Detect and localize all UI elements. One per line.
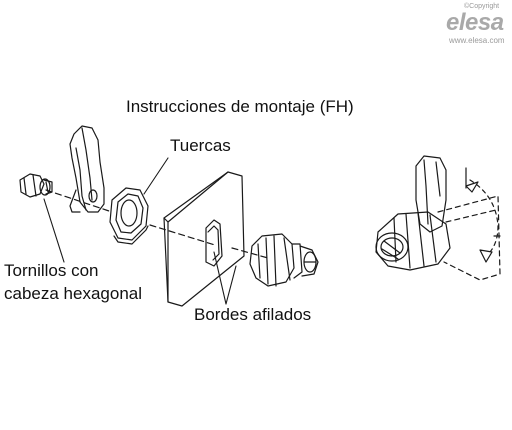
brand-logo: elesa xyxy=(446,9,504,36)
assembly-axis-line xyxy=(45,189,269,259)
label-nuts: Tuercas xyxy=(170,136,231,155)
hex-head-screw xyxy=(19,173,53,198)
label-sharp-edges: Bordes afilados xyxy=(194,305,312,324)
cam-lock-body xyxy=(249,233,319,287)
label-hex-screws-line1: Tornillos con xyxy=(4,261,99,280)
label-hex-screws-line2: cabeza hexagonal xyxy=(4,284,143,303)
copyright-notice: ©Copyright xyxy=(464,3,500,10)
nut xyxy=(109,187,149,245)
label-leader-lines xyxy=(43,157,237,305)
brand-url: www.elesa.com xyxy=(449,36,505,45)
cam-lever xyxy=(69,125,105,213)
mounting-panel xyxy=(163,171,245,307)
assembled-view xyxy=(375,155,501,281)
figure-title: Instrucciones de montaje (FH) xyxy=(126,97,354,116)
